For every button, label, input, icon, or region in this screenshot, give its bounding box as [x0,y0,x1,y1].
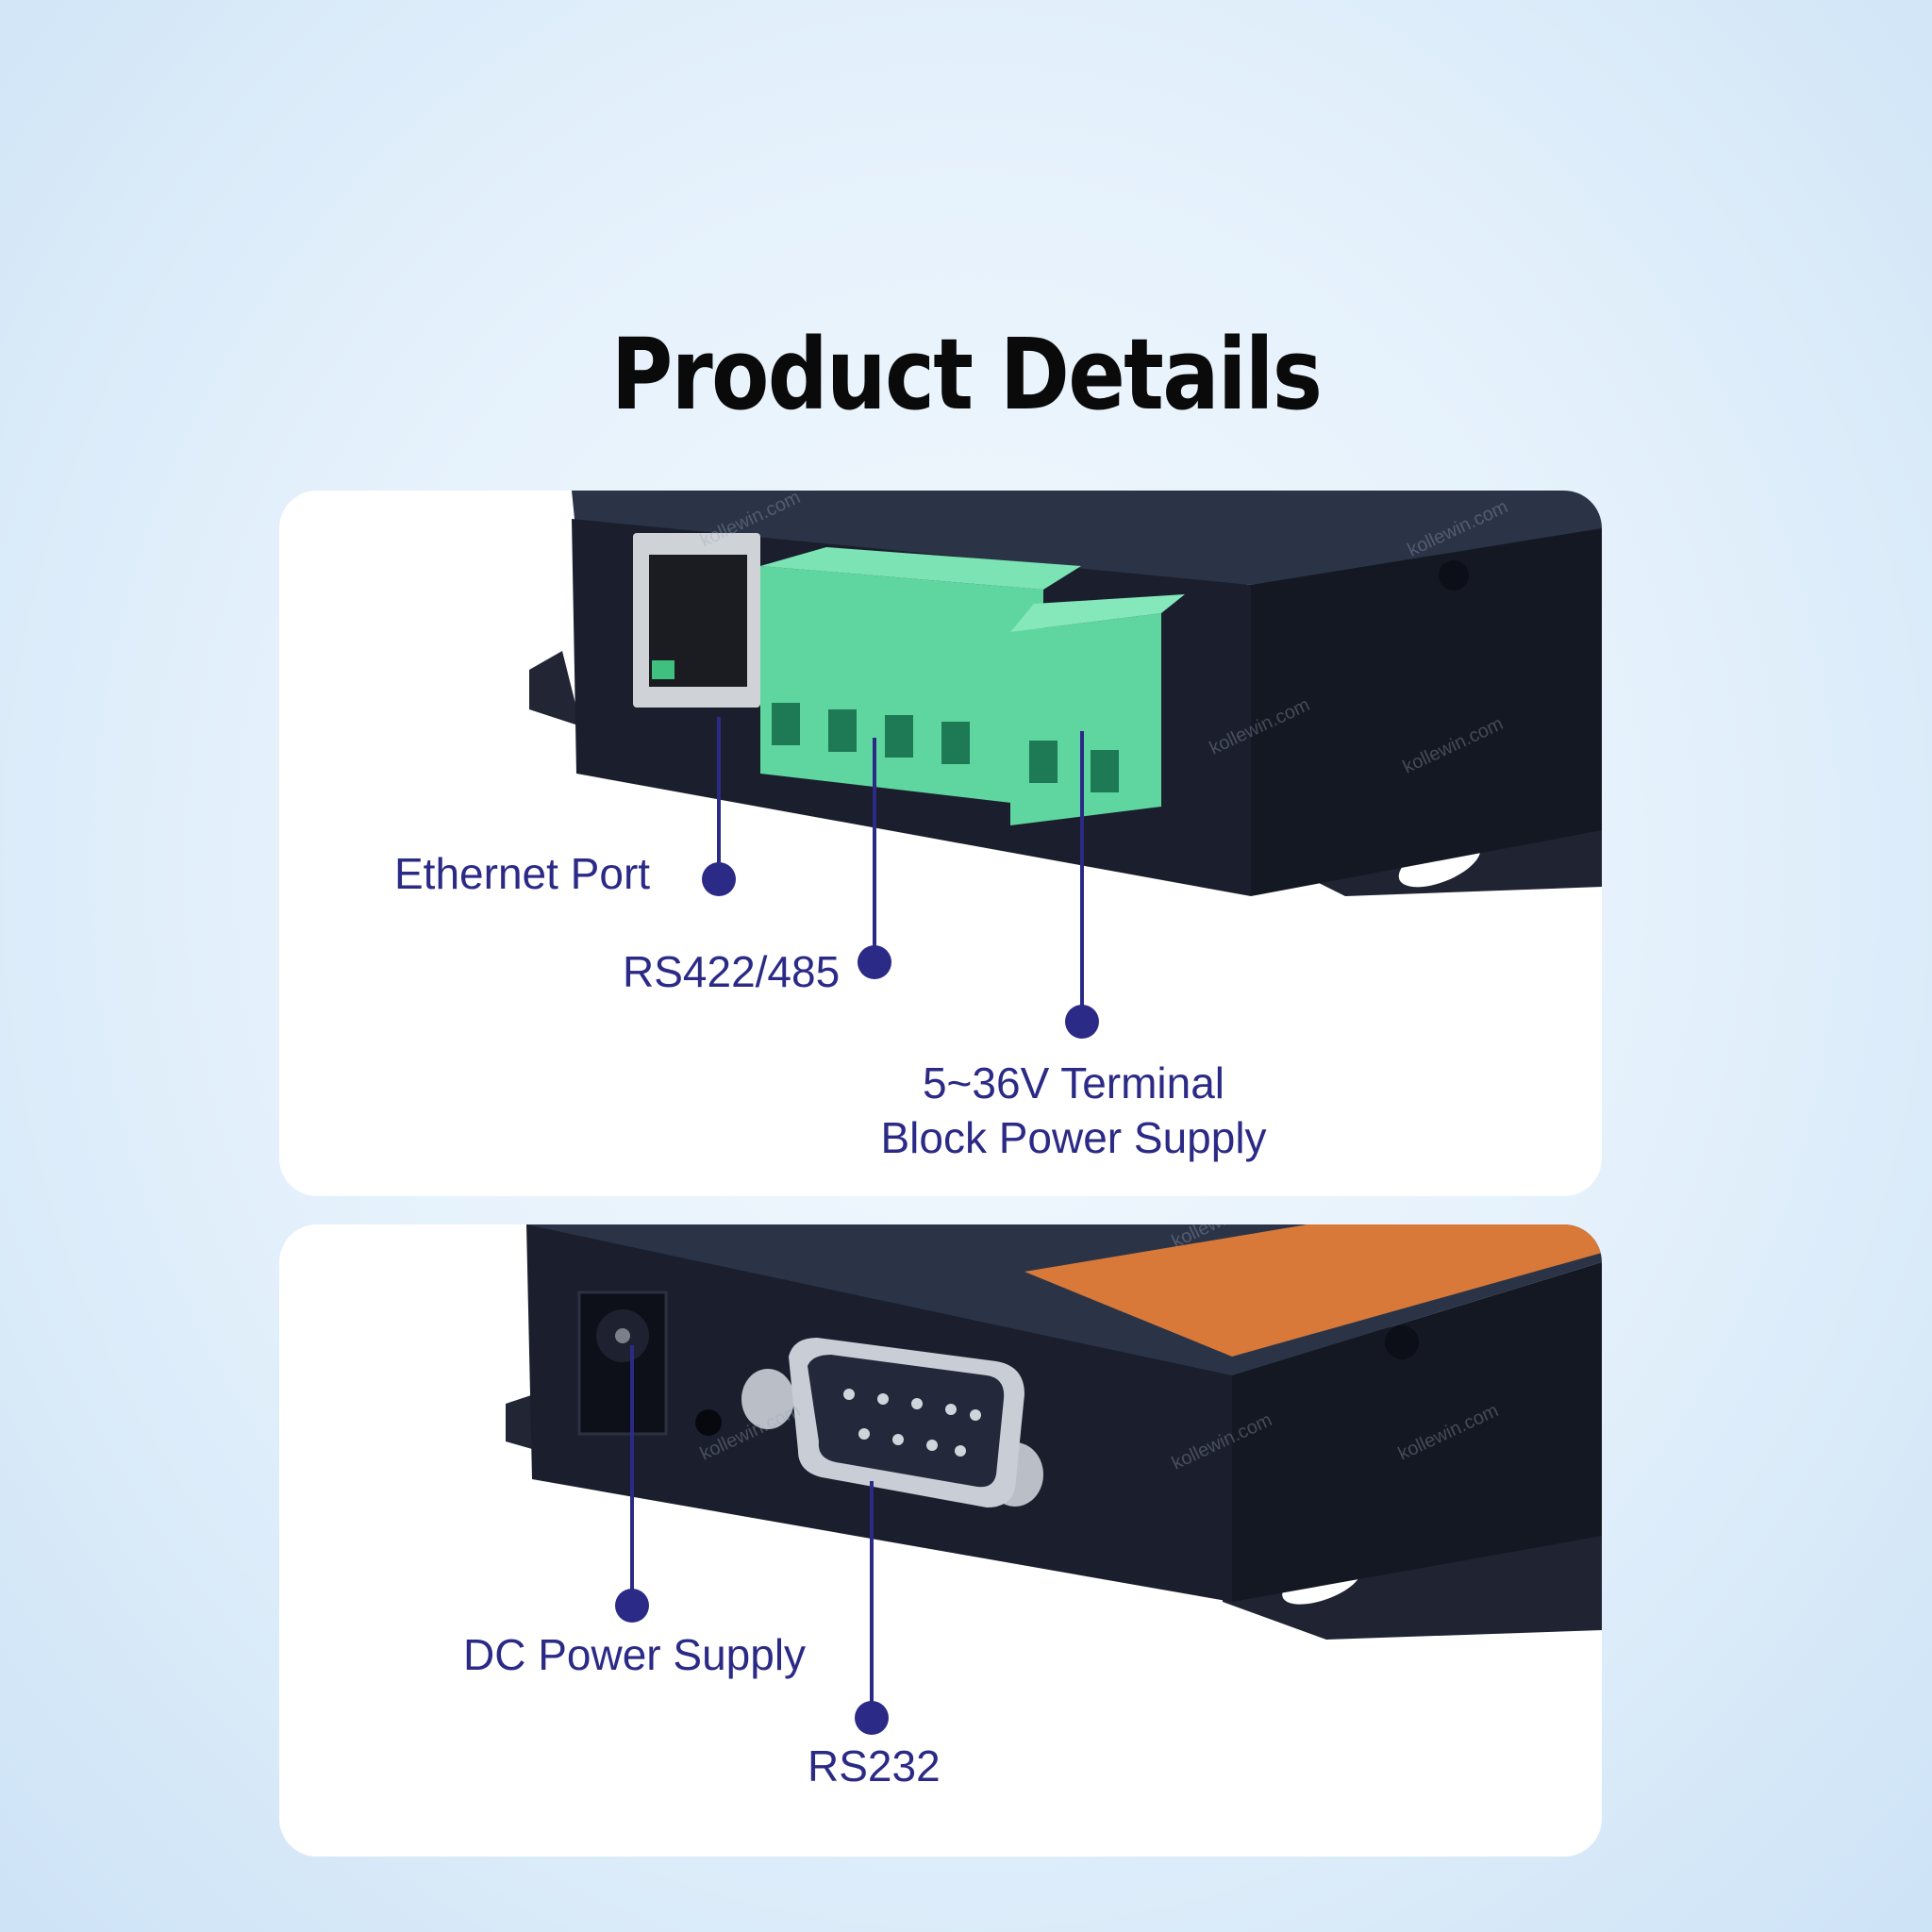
callout-dot-ethernet [702,862,736,896]
device-photo-top: kollewin.com kollewin.com kollewin.com k… [529,491,1602,1039]
label-terminal-power-line1: 5~36V Terminal [922,1058,1225,1108]
side-screw-2 [1385,1325,1419,1359]
callout-dot-rs485 [858,945,891,979]
label-dc-power-supply: DC Power Supply [463,1630,807,1679]
page-title: Product Details [610,317,1323,432]
label-terminal-power: 5~36V Terminal Block Power Supply [857,1057,1291,1165]
device-side-2 [1232,1262,1602,1602]
callout-dot-dc [615,1589,649,1623]
label-terminal-power-line2: Block Power Supply [880,1112,1267,1162]
side-screw [1439,560,1469,591]
mounting-flange-left [529,651,581,726]
terminal-block-power [1010,613,1161,825]
reset-hole [695,1409,722,1436]
product-card-top: kollewin.com kollewin.com kollewin.com k… [279,491,1602,1196]
device-top [572,491,1602,585]
callout-dot-power [1065,1005,1099,1039]
mounting-flange-left-2 [506,1394,539,1451]
orange-label-panel [1024,1224,1602,1357]
db9-screw-left [741,1369,794,1429]
callout-dot-rs232 [855,1701,889,1735]
product-card-bottom: kollewin.com kollewin.com kollewin.com k… [279,1224,1602,1857]
label-rs232: RS232 [808,1741,941,1790]
label-ethernet-port: Ethernet Port [394,849,651,898]
terminal-block-rs485 [760,566,1043,807]
device-side [1251,528,1602,896]
device-photo-bottom: kollewin.com kollewin.com kollewin.com k… [506,1224,1602,1735]
label-rs422-485: RS422/485 [623,947,841,996]
